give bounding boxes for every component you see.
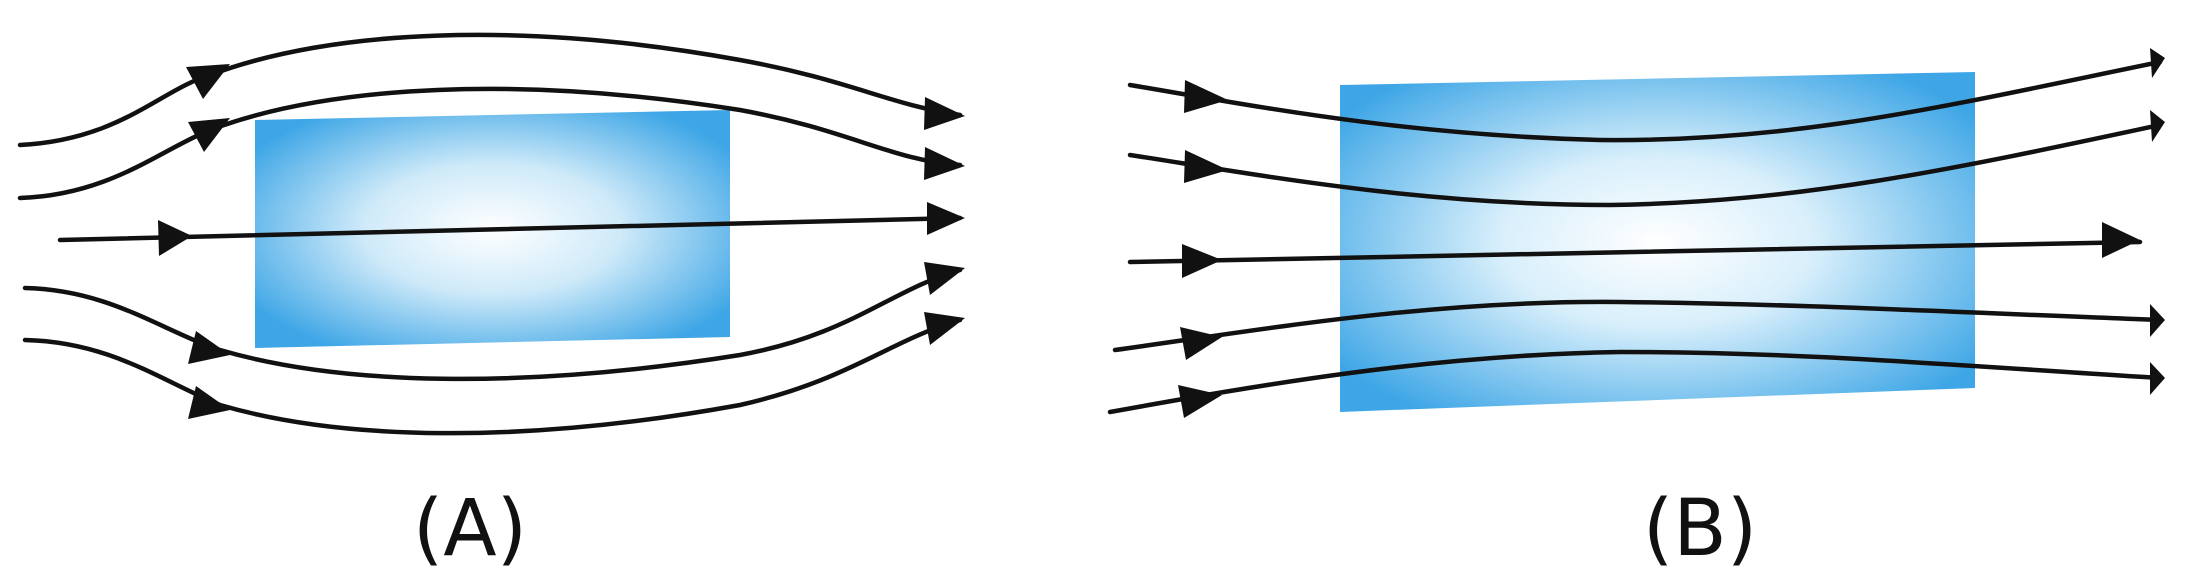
panel-b-arrowhead <box>1184 150 1228 183</box>
panel-b-arrowhead <box>2150 110 2165 142</box>
panel-a-field-line <box>17 86 963 201</box>
panel-b-arrowhead <box>2150 304 2165 337</box>
panel-a-field-line <box>17 32 963 148</box>
panel-b-field-line <box>1107 349 2163 415</box>
panel-a-arrowhead <box>924 97 965 130</box>
panel-b-arrowhead <box>1182 244 1222 278</box>
panel-a-label: (A) <box>413 484 527 574</box>
panel-b-block <box>1340 72 1975 412</box>
panel-a-arrowhead <box>158 220 192 256</box>
panel-a-arrowhead <box>924 312 965 345</box>
panel-b: (B) <box>1107 48 2165 574</box>
panel-b-arrowhead <box>2150 48 2165 78</box>
panel-a-arrowhead <box>924 262 965 295</box>
panel-b-arrowhead <box>2150 362 2165 395</box>
panel-a-field-line <box>22 317 963 436</box>
panel-a-arrowhead <box>927 202 965 235</box>
panel-a-arrowhead <box>924 147 965 180</box>
panel-b-field-line <box>1127 239 2143 265</box>
panel-a-arrowhead <box>186 64 230 99</box>
panel-a: (A) <box>17 32 965 574</box>
panel-a-field-line <box>57 215 963 243</box>
panel-a-arrowhead <box>188 118 230 152</box>
panel-b-field-line <box>1127 122 2163 208</box>
panel-b-arrowhead <box>2102 222 2140 258</box>
panel-b-arrowhead <box>1178 385 1222 418</box>
panel-b-label: (B) <box>1643 484 1757 574</box>
panel-b-field-line <box>1112 299 2163 353</box>
panel-b-arrowhead <box>1180 327 1222 360</box>
panel-a-field-line <box>22 267 963 382</box>
panel-b-field-line <box>1127 59 2163 143</box>
panel-b-arrowhead <box>1184 80 1228 113</box>
panel-a-arrowhead <box>188 386 230 419</box>
panel-a-arrowhead <box>188 331 230 364</box>
